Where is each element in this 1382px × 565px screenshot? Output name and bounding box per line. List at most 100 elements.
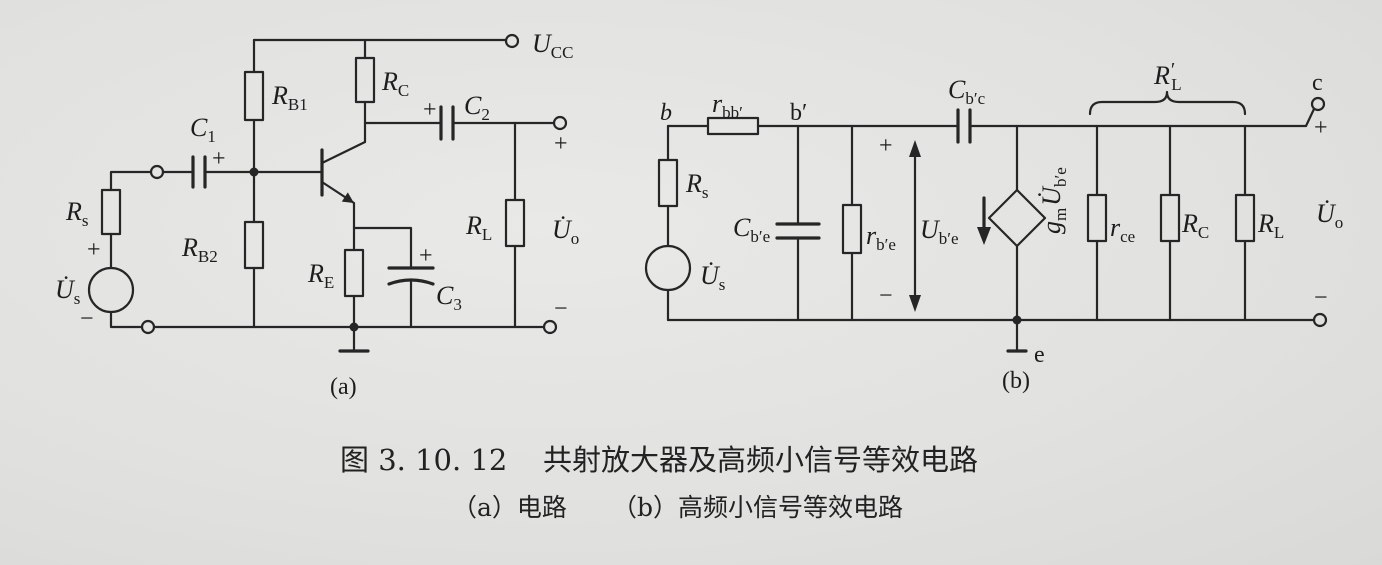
voltage-source-us-b	[644, 244, 692, 292]
label-c3-main: C	[436, 281, 454, 310]
polarity-ube-minus: −	[879, 283, 893, 309]
label-rs-b-main: R	[685, 169, 702, 198]
label-ucc-sub: CC	[551, 43, 574, 62]
polarity-output-plus-b: +	[1314, 115, 1328, 141]
label-gm-m: m	[1051, 208, 1070, 221]
wire-ground-rail-left	[109, 310, 144, 329]
label-cbc: Cb′c	[948, 75, 986, 108]
label-re: RE	[307, 259, 334, 292]
label-rc-b-sub: C	[1198, 223, 1209, 242]
polarity-output-minus: −	[554, 296, 568, 322]
label-rc-main: R	[381, 67, 398, 96]
label-us: U̇s	[55, 275, 80, 308]
label-rl-prime: R′L	[1153, 59, 1182, 94]
label-uo-b-main: U̇	[1316, 199, 1337, 228]
voltage-source-us	[87, 266, 135, 314]
label-node-e: e	[1034, 342, 1045, 368]
label-rs-b-sub: s	[702, 183, 709, 202]
label-cbe-main: C	[733, 213, 751, 242]
label-c1: C1	[190, 113, 216, 146]
resistor-rbb	[706, 116, 760, 136]
label-us-b-sub: s	[719, 275, 726, 294]
current-source-diamond	[987, 188, 1047, 248]
resistor-rbb-body	[706, 116, 760, 136]
resistor-rc-b-body	[1159, 193, 1181, 243]
polarity-c3-plus: +	[419, 243, 433, 269]
caption-a: (a)	[330, 374, 357, 400]
label-uo-b: U̇o	[1316, 199, 1343, 232]
label-rc-b-main: R	[1181, 209, 1198, 238]
label-rb1-main: R	[271, 81, 288, 110]
label-rce-sub: ce	[1120, 227, 1135, 246]
label-rl-prime-mark: ′	[1171, 59, 1175, 81]
polarity-us-minus: −	[80, 306, 94, 332]
label-cbc-sub: b′c	[965, 89, 985, 108]
subcaption-b: （b）高频小信号等效电路	[612, 493, 903, 522]
label-c2-sub: 2	[481, 105, 490, 124]
label-rce: rce	[1110, 213, 1135, 246]
capacitor-cbc-plates	[956, 108, 972, 144]
resistor-rb1-body	[243, 70, 265, 122]
caption-b: (b)	[1002, 368, 1030, 394]
label-rs-sub: s	[82, 211, 89, 230]
label-rc-b: RC	[1181, 209, 1209, 242]
label-ucc: UCC	[532, 29, 573, 62]
resistor-rc	[354, 38, 376, 144]
label-rbe-main: r	[866, 221, 877, 250]
label-rce-main: r	[1110, 213, 1121, 242]
label-rb2-main: R	[181, 233, 198, 262]
label-gm-ube: gmU̇b′e	[1037, 167, 1070, 234]
terminal-input	[149, 164, 165, 180]
arrow-up-icon	[909, 140, 921, 157]
label-rc-sub: C	[398, 81, 409, 100]
capacitor-c2-plates	[439, 105, 455, 141]
label-rs: Rs	[65, 197, 89, 230]
label-ube-main: U	[920, 215, 941, 244]
label-node-b-prime: b′	[790, 100, 807, 126]
label-rb1-sub: B1	[288, 95, 308, 114]
label-rbb: rbb′	[712, 89, 743, 122]
brace-rl-prime	[1088, 90, 1247, 116]
figure-number: 图 3. 10. 12	[340, 443, 507, 477]
label-uo-b-sub: o	[1335, 213, 1344, 232]
label-rs-main: R	[65, 197, 82, 226]
ground-icon	[338, 325, 370, 353]
terminal-input-ground	[140, 319, 156, 335]
polarity-us-plus: +	[87, 237, 101, 263]
resistor-rbe-body	[841, 203, 863, 255]
wire-top-rail-b	[666, 107, 1316, 128]
label-c2: C2	[464, 91, 490, 124]
resistor-re	[343, 248, 365, 329]
label-cbe: Cb′e	[733, 213, 770, 246]
label-c1-main: C	[190, 113, 208, 142]
label-ube: Ub′e	[920, 215, 959, 248]
resistor-rs	[100, 170, 153, 270]
figure-title: 共射放大器及高频小信号等效电路	[543, 443, 978, 477]
polarity-ube-plus: +	[879, 133, 893, 159]
voltage-arrow-ube	[909, 140, 921, 312]
label-rb1: RB1	[271, 81, 308, 114]
resistor-rl-body	[504, 198, 526, 248]
resistor-rl-b-body	[1234, 193, 1256, 243]
circuit-b: b rbb′ b′ Rs U̇s Cb′e rb′e + − Ub′e Cb′c…	[644, 59, 1343, 394]
label-rb2-sub: B2	[198, 247, 218, 266]
label-rbb-main: r	[712, 89, 723, 118]
resistor-rbe	[841, 124, 863, 322]
resistor-rs-b-body	[657, 158, 679, 208]
label-rl-prime-sub: L	[1171, 75, 1181, 94]
resistor-rb2	[243, 170, 265, 329]
current-source-gm	[977, 124, 1047, 322]
label-c1-sub: 1	[207, 127, 216, 146]
label-rl-prime-main: R	[1153, 61, 1170, 90]
label-cbe-sub: b′e	[750, 227, 770, 246]
label-rbe: rb′e	[866, 221, 896, 254]
transistor-emitter	[320, 180, 356, 252]
resistor-rs-body	[100, 188, 122, 236]
label-rl-b: RL	[1257, 209, 1284, 242]
label-rbb-sub: bb′	[722, 103, 743, 122]
figure-caption: 图 3. 10. 12 共射放大器及高频小信号等效电路 （a）电路 （b）高频小…	[340, 443, 978, 522]
label-ube-sub: b′e	[939, 229, 959, 248]
emitter-arrow-icon	[341, 192, 354, 203]
capacitor-c1-plates	[191, 155, 207, 189]
